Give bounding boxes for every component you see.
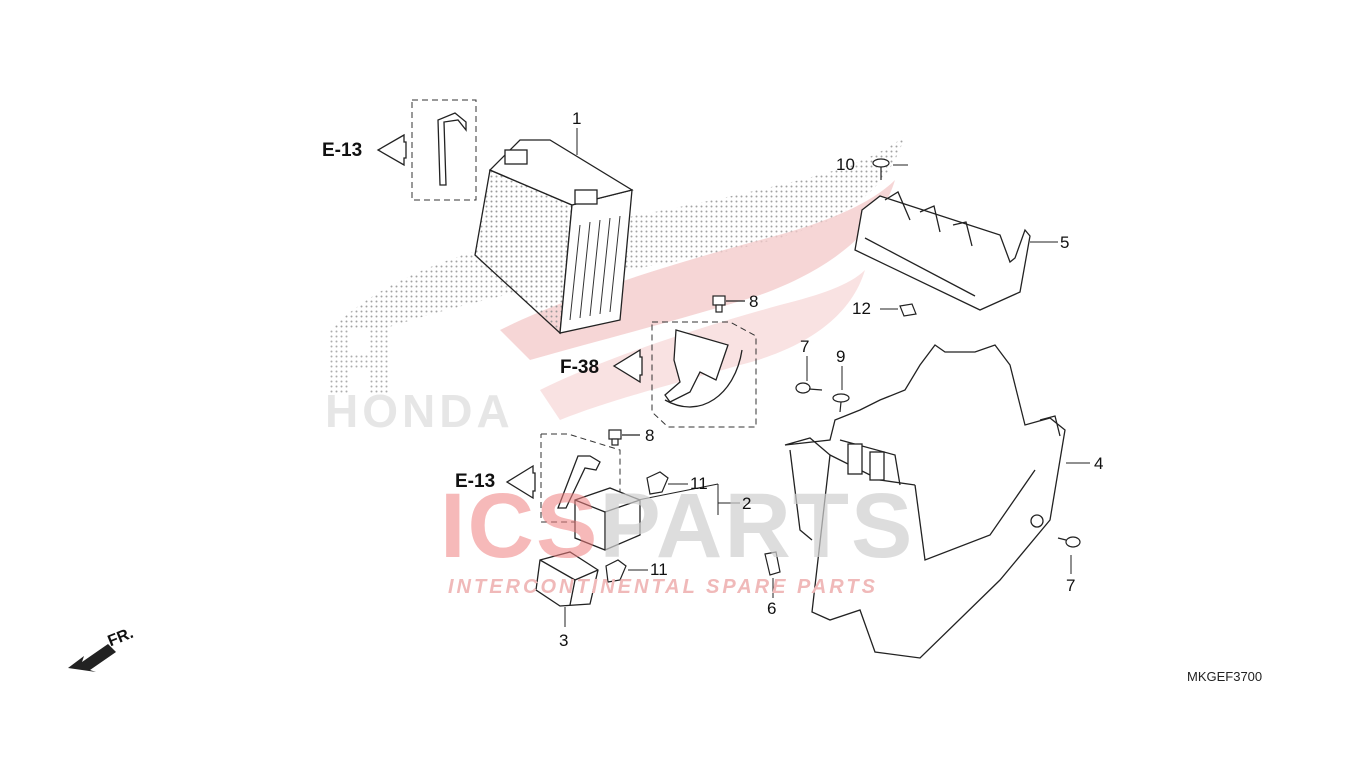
callout-11-top[interactable]: 11 bbox=[690, 474, 708, 493]
callout-9[interactable]: 9 bbox=[836, 347, 846, 366]
callout-3[interactable]: 3 bbox=[559, 631, 569, 650]
fuse-icon bbox=[605, 559, 627, 583]
watermark-brand: HONDA bbox=[325, 385, 514, 437]
bolt-icon bbox=[712, 295, 745, 313]
watermark-logo: ICSPARTS bbox=[440, 480, 914, 572]
ref-e13-top[interactable]: E-13 bbox=[322, 140, 363, 161]
box-icon bbox=[784, 344, 1066, 659]
screw-icon bbox=[872, 158, 890, 180]
battery-cable-detail bbox=[411, 99, 477, 201]
callout-6[interactable]: 6 bbox=[767, 599, 777, 618]
watermark-tagline: INTERCONTINENTAL SPARE PARTS bbox=[448, 576, 878, 598]
diagram-code: MKGEF3700 bbox=[1187, 669, 1263, 684]
ref-arrow-f38[interactable] bbox=[612, 348, 643, 384]
ref-f38[interactable]: F-38 bbox=[560, 357, 600, 378]
bolt-icon bbox=[608, 429, 640, 446]
callout-8-bottom[interactable]: 8 bbox=[645, 426, 655, 445]
fuse-box-icon bbox=[535, 551, 599, 607]
front-direction-arrow bbox=[68, 644, 116, 672]
relay-icon bbox=[574, 487, 641, 551]
grommet-icon bbox=[764, 551, 781, 576]
ref-arrow-e13-top[interactable] bbox=[376, 133, 407, 167]
callout-5[interactable]: 5 bbox=[1060, 233, 1070, 252]
callout-7-left[interactable]: 7 bbox=[800, 337, 810, 356]
callout-4[interactable]: 4 bbox=[1094, 454, 1104, 473]
leader-lines bbox=[564, 128, 1090, 627]
bolt-icon bbox=[1057, 536, 1081, 548]
callout-10[interactable]: 10 bbox=[836, 155, 855, 174]
callout-12[interactable]: 12 bbox=[852, 299, 871, 318]
callout-11-bottom[interactable]: 11 bbox=[650, 560, 668, 579]
callout-1[interactable]: 1 bbox=[572, 109, 582, 128]
tray-icon bbox=[854, 191, 1031, 311]
bolt-icon bbox=[832, 393, 850, 413]
harness-detail bbox=[651, 321, 757, 428]
callout-8-top[interactable]: 8 bbox=[749, 292, 759, 311]
callout-7-right[interactable]: 7 bbox=[1066, 576, 1076, 595]
fuse-icon bbox=[646, 471, 669, 495]
watermark-logo-part2: PARTS bbox=[599, 475, 915, 577]
watermark-logo-part1: ICS bbox=[440, 475, 600, 577]
ref-arrow-e13-bottom[interactable] bbox=[505, 464, 536, 500]
callout-2[interactable]: 2 bbox=[742, 494, 752, 513]
clip-icon bbox=[899, 303, 917, 317]
ref-e13-bottom[interactable]: E-13 bbox=[455, 471, 496, 492]
battery-icon bbox=[474, 139, 634, 335]
bolt-icon bbox=[795, 382, 823, 394]
